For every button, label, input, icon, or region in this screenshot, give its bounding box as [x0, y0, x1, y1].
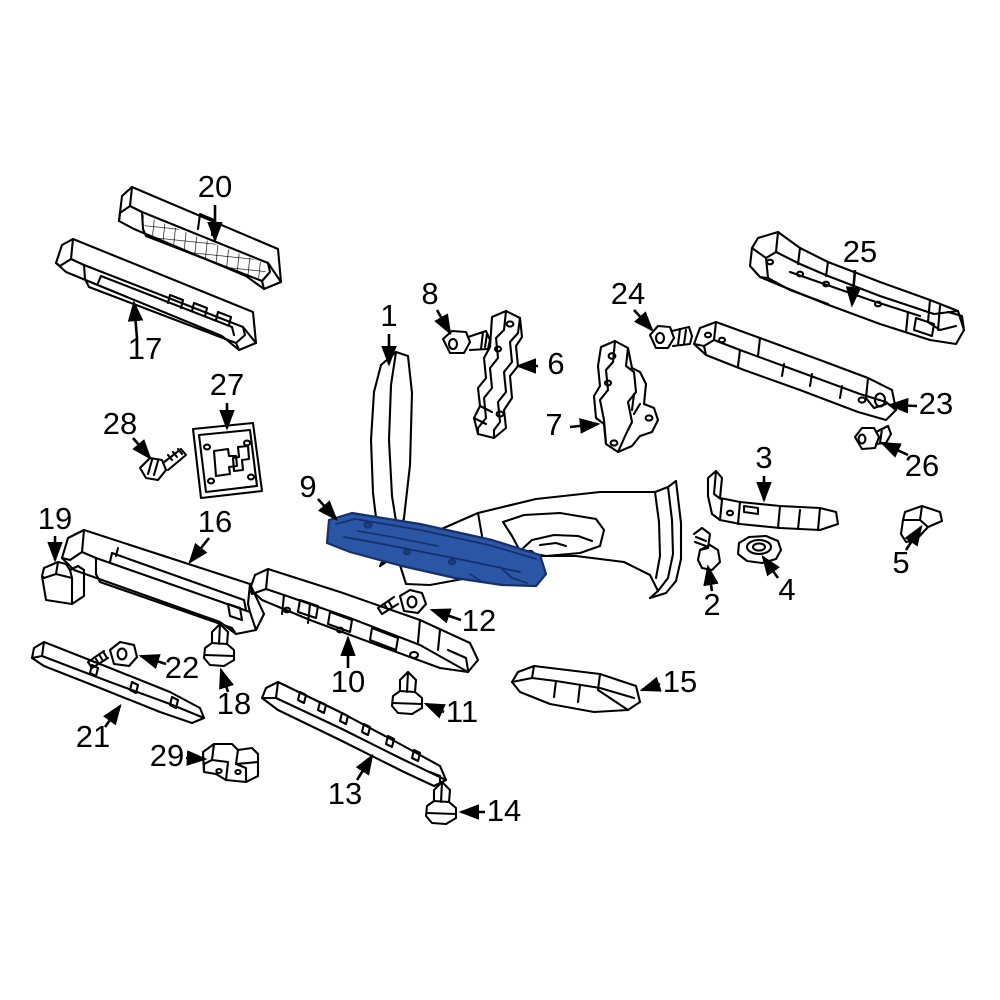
- part-24-bolt: [648, 324, 694, 350]
- callout-label-10[interactable]: 10: [331, 664, 365, 699]
- leader-9: [317, 498, 338, 521]
- leader-17: [127, 300, 144, 339]
- part-22-screw: [86, 640, 139, 670]
- callout-label-29[interactable]: 29: [150, 738, 184, 773]
- part-6-side-mount-bracket-upper: [472, 309, 524, 440]
- callout-leaders: [47, 205, 923, 820]
- callout-label-18[interactable]: 18: [217, 686, 251, 721]
- callout-label-9[interactable]: 9: [299, 469, 316, 504]
- callout-label-15[interactable]: 15: [663, 664, 697, 699]
- part-11-push-clip: [390, 670, 424, 716]
- callout-label-19[interactable]: 19: [38, 501, 72, 536]
- callout-label-13[interactable]: 13: [328, 776, 362, 811]
- callout-label-4[interactable]: 4: [778, 572, 795, 607]
- leader-11: [423, 702, 446, 719]
- part-17-upper-grille-molding: [54, 237, 258, 352]
- leader-5: [904, 524, 923, 551]
- callout-label-2[interactable]: 2: [703, 587, 720, 622]
- part-19-end-cap: [40, 560, 86, 606]
- leader-26: [879, 441, 909, 458]
- leader-4: [761, 554, 780, 579]
- leader-18: [219, 667, 234, 693]
- callout-label-20[interactable]: 20: [198, 169, 232, 204]
- part-16-lower-grille-surround: [60, 528, 266, 636]
- leader-16: [188, 537, 211, 565]
- callout-labels: 20 17 27 28 1 8 6 7 24 25 23 26 3 2 4 5 …: [38, 169, 953, 828]
- part-27-license-plate-bracket: [191, 421, 264, 500]
- callout-label-26[interactable]: 26: [905, 448, 939, 483]
- callout-label-3[interactable]: 3: [755, 440, 772, 475]
- leader-2: [703, 564, 719, 592]
- part-4-grommet: [736, 534, 783, 565]
- part-8-clip-grommet: [441, 329, 492, 355]
- leader-8: [434, 309, 452, 336]
- part-23-bumper-absorber: [692, 320, 898, 422]
- callout-label-25[interactable]: 25: [843, 234, 877, 269]
- part-12-flange-bolt: [376, 588, 428, 616]
- callout-label-6[interactable]: 6: [547, 346, 564, 381]
- leader-15: [639, 676, 662, 692]
- part-10-lower-splash-shield: [248, 567, 480, 674]
- leader-25: [845, 269, 862, 308]
- part-18-retainer-clip: [202, 622, 236, 668]
- part-2-screw-bolt: [692, 526, 722, 572]
- callout-label-22[interactable]: 22: [165, 650, 199, 685]
- callout-label-14[interactable]: 14: [487, 793, 521, 828]
- leader-24: [633, 309, 654, 332]
- callout-label-27[interactable]: 27: [210, 367, 244, 402]
- part-3-side-bracket-spacer: [706, 469, 840, 532]
- callout-label-5[interactable]: 5: [892, 545, 909, 580]
- leader-13: [355, 753, 374, 781]
- part-14-push-clip-lower: [424, 780, 458, 826]
- callout-label-28[interactable]: 28: [103, 406, 137, 441]
- part-9-front-air-deflector-highlighted: [325, 511, 548, 588]
- leader-29: [185, 750, 208, 766]
- callout-label-11[interactable]: 11: [446, 694, 478, 729]
- part-7-side-mount-bracket-lower: [592, 339, 660, 454]
- part-15-fog-light-garnish: [510, 664, 642, 714]
- callout-label-7[interactable]: 7: [545, 407, 562, 442]
- part-5-clip-strip: [899, 504, 944, 544]
- callout-label-1[interactable]: 1: [380, 298, 397, 333]
- part-29-sensor-retainer: [201, 742, 260, 784]
- leader-22: [138, 654, 167, 669]
- callout-label-23[interactable]: 23: [919, 386, 953, 421]
- leader-21: [103, 703, 122, 728]
- callout-label-8[interactable]: 8: [421, 276, 438, 311]
- leader-12: [429, 608, 462, 624]
- leader-23: [887, 397, 918, 414]
- callout-label-16[interactable]: 16: [198, 504, 232, 539]
- leader-7: [569, 418, 601, 434]
- leader-28: [132, 437, 152, 460]
- part-21-lower-trim-strip: [30, 640, 206, 725]
- callout-label-21[interactable]: 21: [76, 719, 110, 754]
- callout-label-12[interactable]: 12: [462, 603, 496, 638]
- callout-label-24[interactable]: 24: [611, 276, 645, 311]
- callout-label-17[interactable]: 17: [128, 331, 162, 366]
